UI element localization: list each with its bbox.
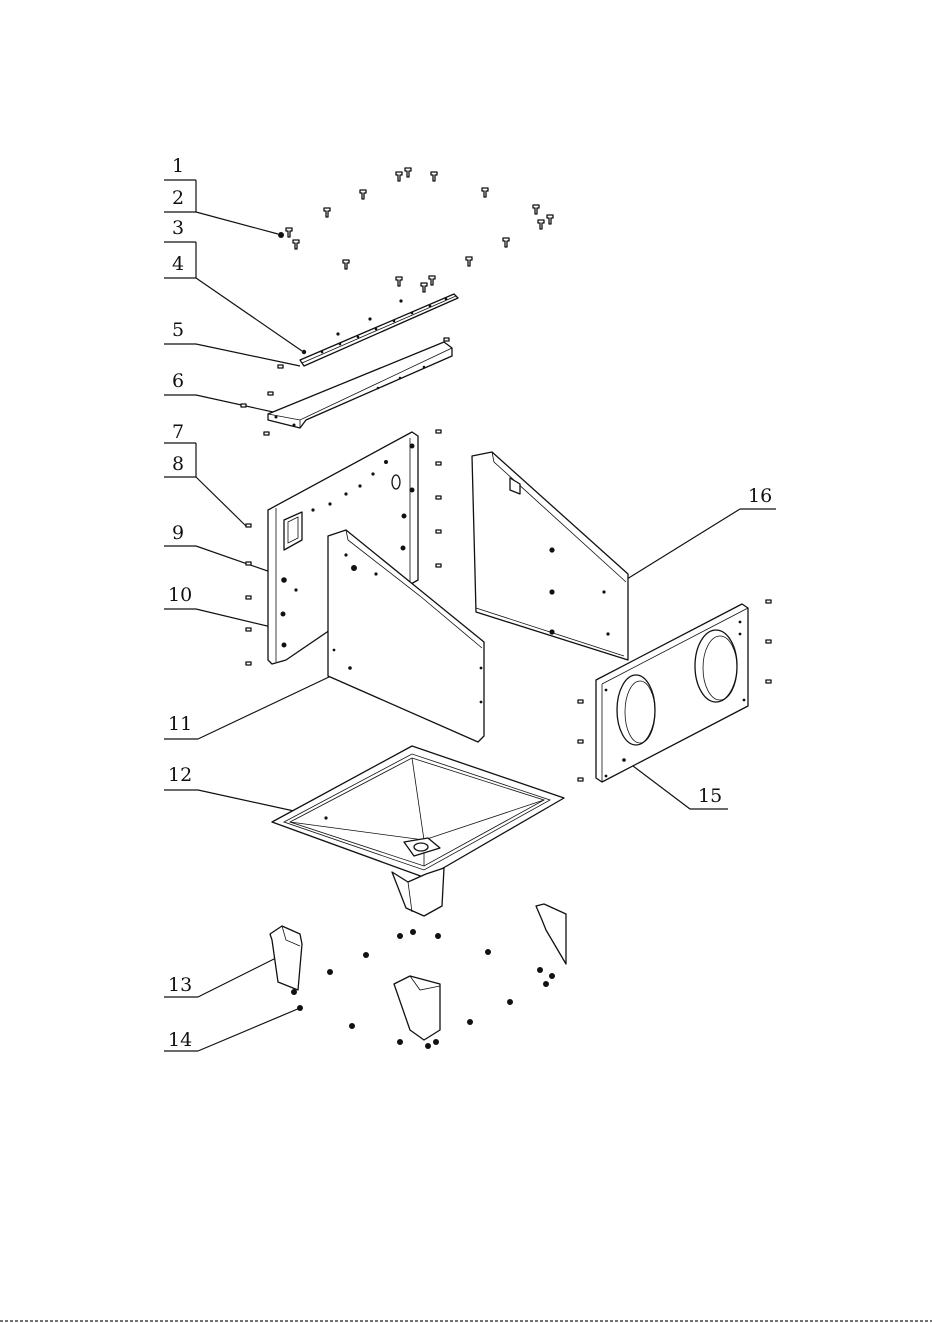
- callout-16: 16: [606, 485, 776, 592]
- callout-3: 3: [164, 217, 196, 242]
- rear-panel: [472, 452, 628, 660]
- callout-4: 4: [164, 242, 302, 351]
- callout-2-number: 2: [172, 187, 184, 209]
- callout-8: 8: [164, 443, 246, 526]
- callout-1-number: 1: [172, 155, 184, 177]
- callout-4-number: 4: [172, 253, 184, 275]
- callout-5: 5: [164, 319, 300, 366]
- callout-6-number: 6: [172, 370, 184, 392]
- callout-9: 9: [164, 522, 282, 576]
- callout-12-number: 12: [168, 764, 192, 786]
- callout-1: 1: [164, 155, 196, 180]
- callout-11-number: 11: [168, 713, 192, 735]
- callout-7-number: 7: [172, 421, 184, 443]
- callout-14: 14: [164, 1008, 300, 1051]
- callout-10: 10: [164, 584, 284, 630]
- callout-9-number: 9: [172, 522, 184, 544]
- callout-15-number: 15: [698, 785, 722, 807]
- legs-and-feet: [270, 868, 566, 1049]
- top-screws: [278, 168, 553, 292]
- callout-11: 11: [164, 668, 348, 739]
- top-rail-channel: [241, 338, 452, 435]
- base-tray: [272, 746, 564, 878]
- callout-6: 6: [164, 370, 282, 414]
- callout-14-number: 14: [168, 1029, 192, 1051]
- callout-10-number: 10: [168, 584, 192, 606]
- callout-13: 13: [164, 955, 282, 997]
- callout-8-number: 8: [172, 453, 184, 475]
- callout-5-number: 5: [172, 319, 184, 341]
- callout-3-number: 3: [172, 217, 184, 239]
- callout-15: 15: [625, 760, 728, 809]
- callout-16-number: 16: [748, 485, 772, 507]
- callout-13-number: 13: [168, 974, 192, 996]
- callout-7: 7: [164, 421, 196, 443]
